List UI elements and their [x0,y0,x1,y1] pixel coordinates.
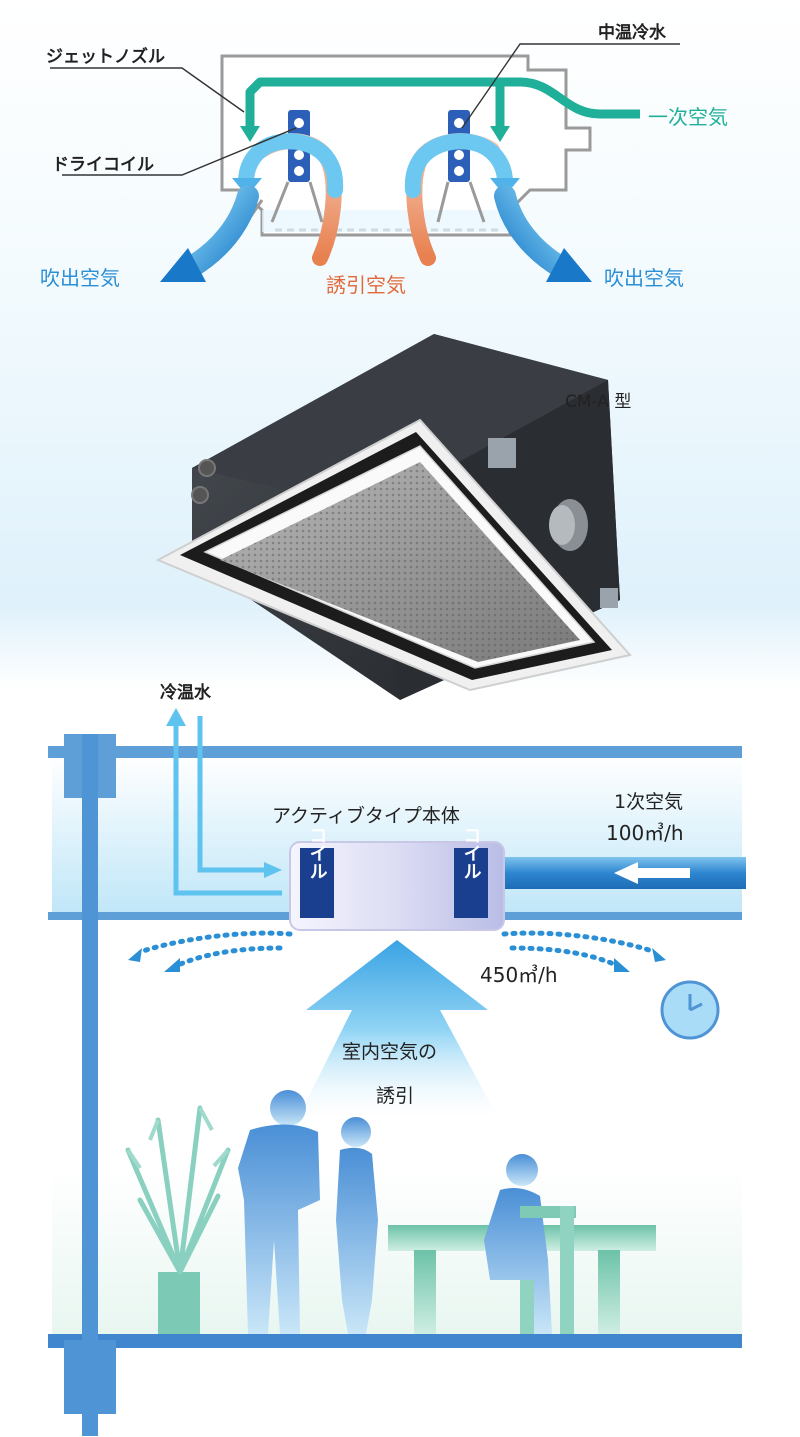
label-primary-air-room: 1次空気 [614,791,683,813]
discharge-air-arrow-right [494,185,573,279]
room-diagram: 冷温水 1次空気 100㎥/h アクティブタイプ本体 コイル コイル 450㎥/… [48,682,746,1436]
seated-person-icon [484,1154,552,1334]
coil-left-label: コイル [307,826,328,880]
product-image-cm-a: CM-A 型 [155,334,632,700]
discharge-arc-left [137,930,293,955]
coil-right-label: コイル [461,826,482,880]
clock-icon [660,980,720,1040]
label-medium-temp-chilled-water: 中温冷水 [598,22,667,43]
label-discharge-volume: 450㎥/h [480,963,558,987]
chair-icon [520,1206,576,1334]
label-hot-cold-water: 冷温水 [160,682,212,703]
room-air-induction-arrow [298,940,498,1118]
label-room-air-induction-2: 誘引 [376,1085,414,1107]
label-discharge-air-left: 吹出空気 [40,266,120,290]
discharge-air-arrow-left [179,185,259,279]
label-primary-air-volume: 100㎥/h [606,821,684,845]
coil-left: コイル [300,826,334,918]
primary-air-arrow [614,862,690,884]
label-discharge-air-right: 吹出空気 [604,266,684,290]
primary-air-flow [245,77,640,128]
upper-slab [48,746,742,758]
coil-right: コイル [454,826,488,918]
label-induced-air: 誘引空気 [326,273,406,297]
label-room-air-induction-1: 室内空気の [342,1041,437,1063]
label-dry-coil: ドライコイル [52,155,154,175]
unit-cross-section: ジェットノズル ドライコイル 中温冷水 一次空気 吹出空気 吹出空気 誘引空気 [40,22,728,297]
discharge-arc-right [501,930,658,955]
standing-man-icon [238,1090,320,1334]
water-pipes [166,708,282,896]
plant-icon [125,1105,231,1334]
column-base [64,1340,116,1414]
active-unit-body [289,841,505,931]
label-jet-nozzle: ジェットノズル [46,46,165,67]
standing-woman-icon [336,1117,378,1334]
label-primary-air: 一次空気 [648,105,728,129]
label-unit-name: アクティブタイプ本体 [272,804,460,827]
product-model-label: CM-A 型 [565,392,631,412]
column [82,734,98,1436]
floor-slab [48,1334,742,1348]
